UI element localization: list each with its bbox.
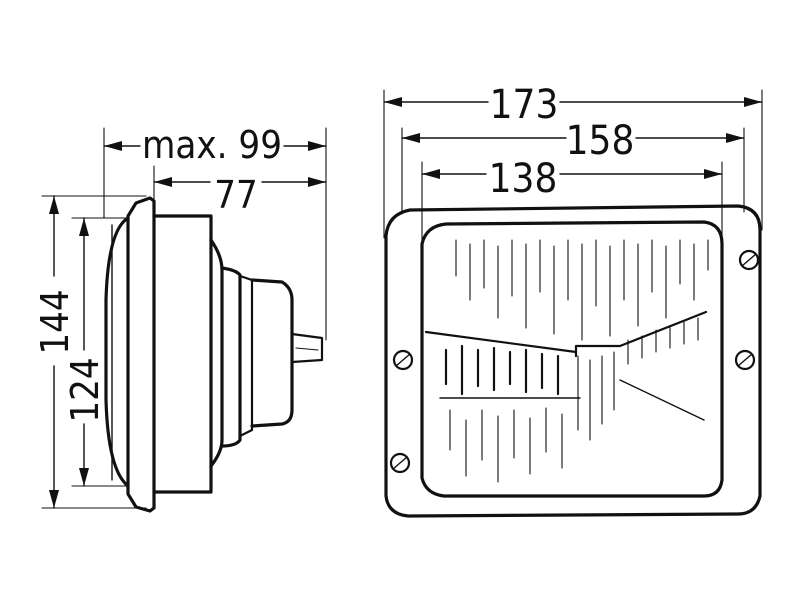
side-main-body bbox=[152, 214, 213, 494]
screw-mid-right bbox=[734, 349, 756, 371]
front-view: 173 158 138 bbox=[383, 82, 763, 518]
dim-label-outer-height: 144 bbox=[33, 289, 77, 354]
dim-outer-width: 173 bbox=[383, 82, 763, 128]
lens-pattern bbox=[424, 239, 709, 483]
screw-top-right bbox=[738, 249, 760, 271]
dim-label-inner-height: 124 bbox=[63, 357, 107, 422]
side-front-bezel bbox=[126, 196, 156, 513]
dim-max-depth: max. 99 bbox=[103, 123, 327, 167]
dim-label-inner-width: 138 bbox=[489, 156, 558, 202]
dim-inner-height: 124 bbox=[63, 217, 107, 487]
side-connector bbox=[290, 332, 324, 364]
dim-inner-width: 138 bbox=[421, 156, 723, 202]
dim-outer-height: 144 bbox=[33, 195, 77, 509]
side-housing-step-2 bbox=[220, 266, 242, 448]
dim-depth: 77 bbox=[153, 173, 327, 217]
dim-label-mid-width: 158 bbox=[566, 118, 635, 164]
front-lens-frame bbox=[420, 220, 724, 498]
dim-label-depth: 77 bbox=[214, 173, 258, 217]
side-rear-cap bbox=[250, 278, 294, 428]
front-outer-housing bbox=[384, 204, 762, 518]
side-connector-detail bbox=[295, 347, 319, 351]
side-lens-outline bbox=[104, 216, 130, 488]
dim-label-max-depth: max. 99 bbox=[142, 123, 282, 167]
dim-mid-width: 158 bbox=[401, 118, 745, 164]
screw-bottom-left bbox=[389, 452, 411, 474]
side-view: max. 99 77 144 124 bbox=[33, 123, 327, 513]
screw-mid-left bbox=[392, 349, 414, 371]
dim-label-outer-width: 173 bbox=[490, 82, 559, 128]
side-housing-step-1 bbox=[209, 238, 224, 468]
side-housing-step-3 bbox=[238, 274, 254, 438]
